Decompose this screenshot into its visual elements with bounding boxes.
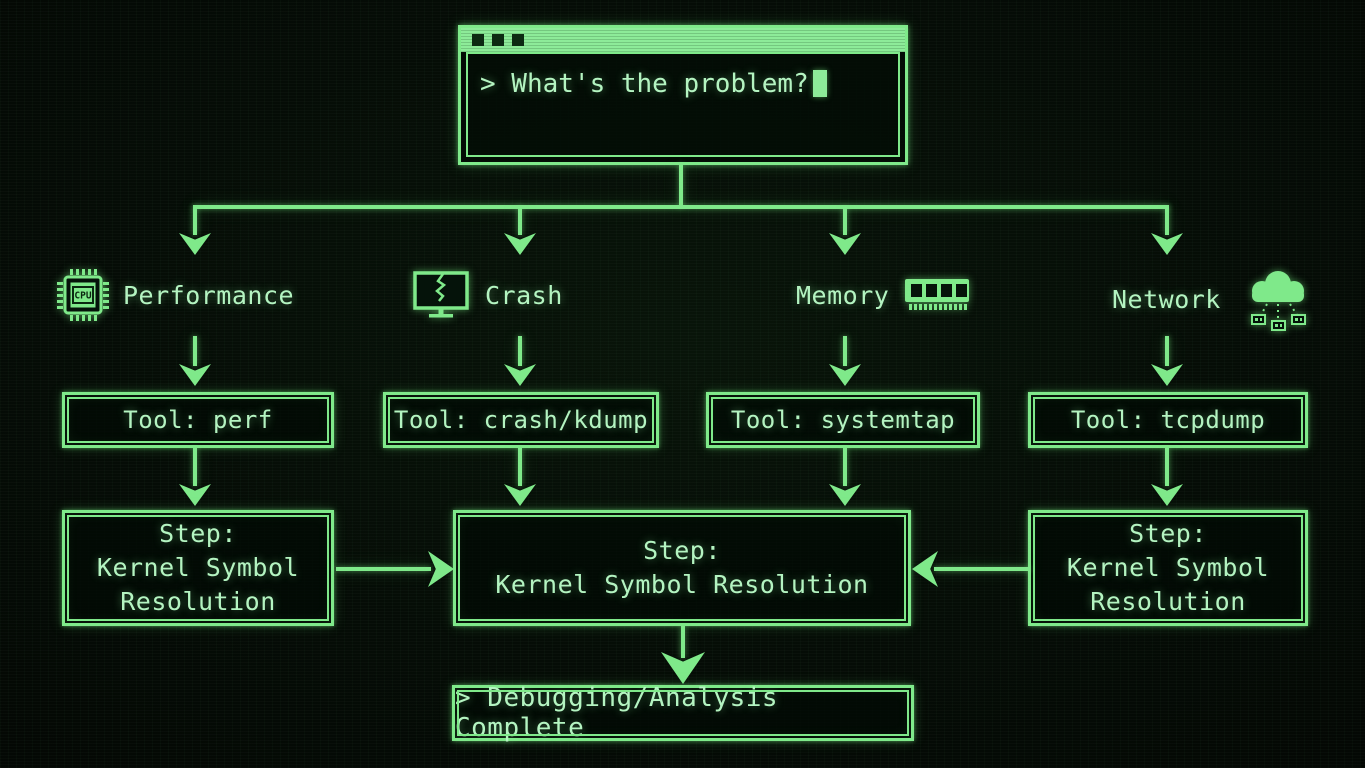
result-box: > Debugging/Analysis Complete [452, 683, 914, 743]
branch-label: Network [1112, 284, 1221, 314]
branch-network: Network [1112, 266, 1316, 332]
step-line: Kernel Symbol [1066, 553, 1270, 582]
arrowhead-down-icon [179, 233, 211, 255]
arrowhead-down-icon [179, 364, 211, 386]
step-box-left: Step: Kernel Symbol Resolution [62, 510, 334, 626]
connector-drop [843, 448, 847, 486]
branch-label: Crash [485, 280, 563, 310]
connector-drop [518, 448, 522, 486]
connector-drop [1165, 336, 1169, 366]
text-cursor-block [812, 70, 827, 97]
ram-stick-icon [905, 279, 970, 310]
step-box-right: Step: Kernel Symbol Resolution [1028, 510, 1308, 626]
arrowhead-down-icon [829, 364, 861, 386]
arrowhead-down-icon [504, 484, 536, 506]
tool-label: Tool: systemtap [730, 406, 956, 434]
tool-box-tcpdump: Tool: tcpdump [1028, 392, 1308, 448]
step-line: Step: [1129, 519, 1207, 548]
branch-label: Performance [123, 280, 295, 310]
arrowhead-down-icon [829, 484, 861, 506]
connector-drop [193, 336, 197, 366]
branch-memory: Memory [796, 276, 970, 314]
window-button [512, 34, 524, 46]
crashed-monitor-icon [413, 271, 469, 318]
tool-box-perf: Tool: perf [62, 392, 334, 448]
arrowhead-down-icon [179, 484, 211, 506]
window-button [492, 34, 504, 46]
tool-label: Tool: tcpdump [1070, 406, 1266, 434]
step-box-center: Step: Kernel Symbol Resolution [453, 510, 911, 626]
connector-drop [518, 207, 522, 235]
window-button [472, 34, 484, 46]
arrowhead-right-icon [428, 551, 454, 587]
step-line: Resolution [120, 587, 276, 616]
connector-drop [843, 207, 847, 235]
result-label: > Debugging/Analysis Complete [455, 683, 779, 743]
connector-merge-right [934, 567, 1030, 571]
arrowhead-down-icon [1151, 233, 1183, 255]
arrowhead-down-icon [1151, 364, 1183, 386]
tool-label: Tool: perf [123, 406, 273, 434]
connector-drop [193, 207, 197, 235]
branch-performance: CPU Performance [56, 268, 294, 322]
step-line: Kernel Symbol [96, 553, 300, 582]
arrowhead-down-icon [504, 364, 536, 386]
connector-terminal-stem [679, 164, 683, 207]
connector-result-stem [681, 626, 685, 658]
connector-drop [1165, 448, 1169, 486]
tool-box-crash-kdump: Tool: crash/kdump [383, 392, 659, 448]
cpu-chip-icon: CPU [57, 269, 109, 321]
step-line: Resolution [1090, 587, 1246, 616]
network-cloud-icon [1250, 271, 1306, 331]
branch-crash: Crash [412, 270, 563, 320]
terminal-prompt: > What's the problem? [480, 69, 809, 99]
connector-merge-left [336, 567, 431, 571]
connector-drop [518, 336, 522, 366]
arrowhead-down-icon [1151, 484, 1183, 506]
step-line: Step: [643, 536, 721, 565]
arrowhead-down-icon [504, 233, 536, 255]
connector-rail [193, 205, 1169, 209]
svg-text:CPU: CPU [74, 291, 91, 302]
terminal-window: > What's the problem? [458, 25, 908, 165]
arrowhead-down-icon [829, 233, 861, 255]
step-line: Kernel Symbol Resolution [495, 570, 869, 599]
terminal-titlebar [461, 28, 905, 52]
step-line: Step: [159, 519, 237, 548]
branch-label: Memory [796, 280, 890, 310]
connector-drop [193, 448, 197, 486]
connector-drop [843, 336, 847, 366]
terminal-body: > What's the problem? [466, 52, 900, 157]
connector-drop [1165, 207, 1169, 235]
tool-box-systemtap: Tool: systemtap [706, 392, 980, 448]
tool-label: Tool: crash/kdump [393, 406, 649, 434]
